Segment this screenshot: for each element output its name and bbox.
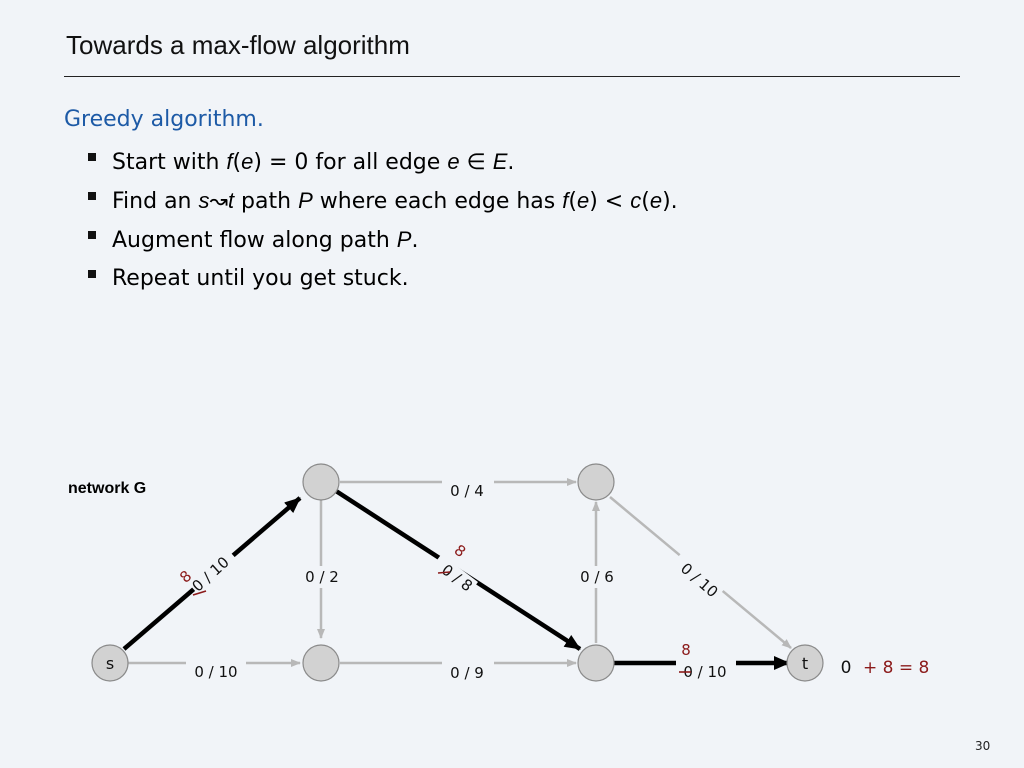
math-f: f [226,149,233,174]
squiggle-arrow-icon: ↝ [209,189,228,214]
new-flow-e-t: 8 [681,641,691,659]
slide-title: Towards a max-flow algorithm [66,30,410,60]
edge-label-s-d: 0 / 10 [194,663,237,681]
math-s: s [198,188,210,213]
edge-label-a-d: 0 / 2 [305,568,339,586]
flow-value-start: 0 [841,658,852,678]
section-heading: Greedy algorithm. [64,107,264,132]
node-e [577,644,615,682]
math-in: ∈ [459,150,493,175]
node-s [91,644,129,682]
math-c: c [630,188,642,213]
new-flow-a-e: 8 [451,541,469,561]
flow-value-increment: + 8 = 8 [863,658,929,678]
node-d [302,644,340,682]
math-e: e [576,188,590,213]
bullet-marker-icon [88,192,96,200]
node-t [786,644,824,682]
math-f: f [562,188,569,213]
node-t-label: t [802,654,808,673]
bullet-text: ( [641,189,650,214]
bullet-text: where each edge has [312,189,563,214]
bullet-text: . [411,228,419,253]
bullet-marker-icon [88,153,96,161]
math-e: e [649,188,663,213]
bullet-marker-icon [88,270,96,278]
page-number: 30 [975,739,991,753]
bullet-item-2: Find an s↝t path P where each edge has f… [88,182,678,221]
bullet-text: Augment flow along path [112,228,397,253]
bullet-item-3: Augment flow along path P. [88,221,678,260]
bullet-item-1: Start with f(e) = 0 for all edge e ∈ E. [88,143,678,182]
math-P: P [396,227,412,252]
strike-s-a [192,590,207,596]
edge-label-d-e: 0 / 9 [450,664,484,682]
strike-a-e [437,571,451,574]
bullet-text: ( [232,150,242,175]
math-e: e [447,149,460,174]
math-E: E [492,149,508,174]
bullet-text: ) = 0 for all edge [253,150,448,175]
bullet-text: ( [568,189,577,214]
bullet-item-4: Repeat until you get stuck. [88,260,678,298]
bullet-marker-icon [88,231,96,239]
bullet-text: Repeat until you get stuck. [112,266,409,291]
bullet-list: Start with f(e) = 0 for all edge e ∈ E. … [88,143,678,298]
node-a [302,463,340,501]
title-divider [64,76,960,77]
bullet-text: . [507,150,515,175]
bullet-text: ). [662,189,678,214]
edge-label-e-b: 0 / 6 [580,568,614,586]
node-b [577,463,615,501]
bullet-text: path [234,189,299,214]
bullet-text: Start with [112,150,227,175]
network-label: network G [68,480,147,497]
node-s-label: s [106,654,114,673]
math-P: P [298,188,313,213]
math-e: e [241,149,254,174]
math-t: t [227,188,235,213]
bullet-text: Find an [112,189,199,214]
bullet-text: ) < [589,189,631,214]
edge-label-a-b: 0 / 4 [450,482,484,500]
edge-label-e-t: 0 / 10 [683,663,726,681]
